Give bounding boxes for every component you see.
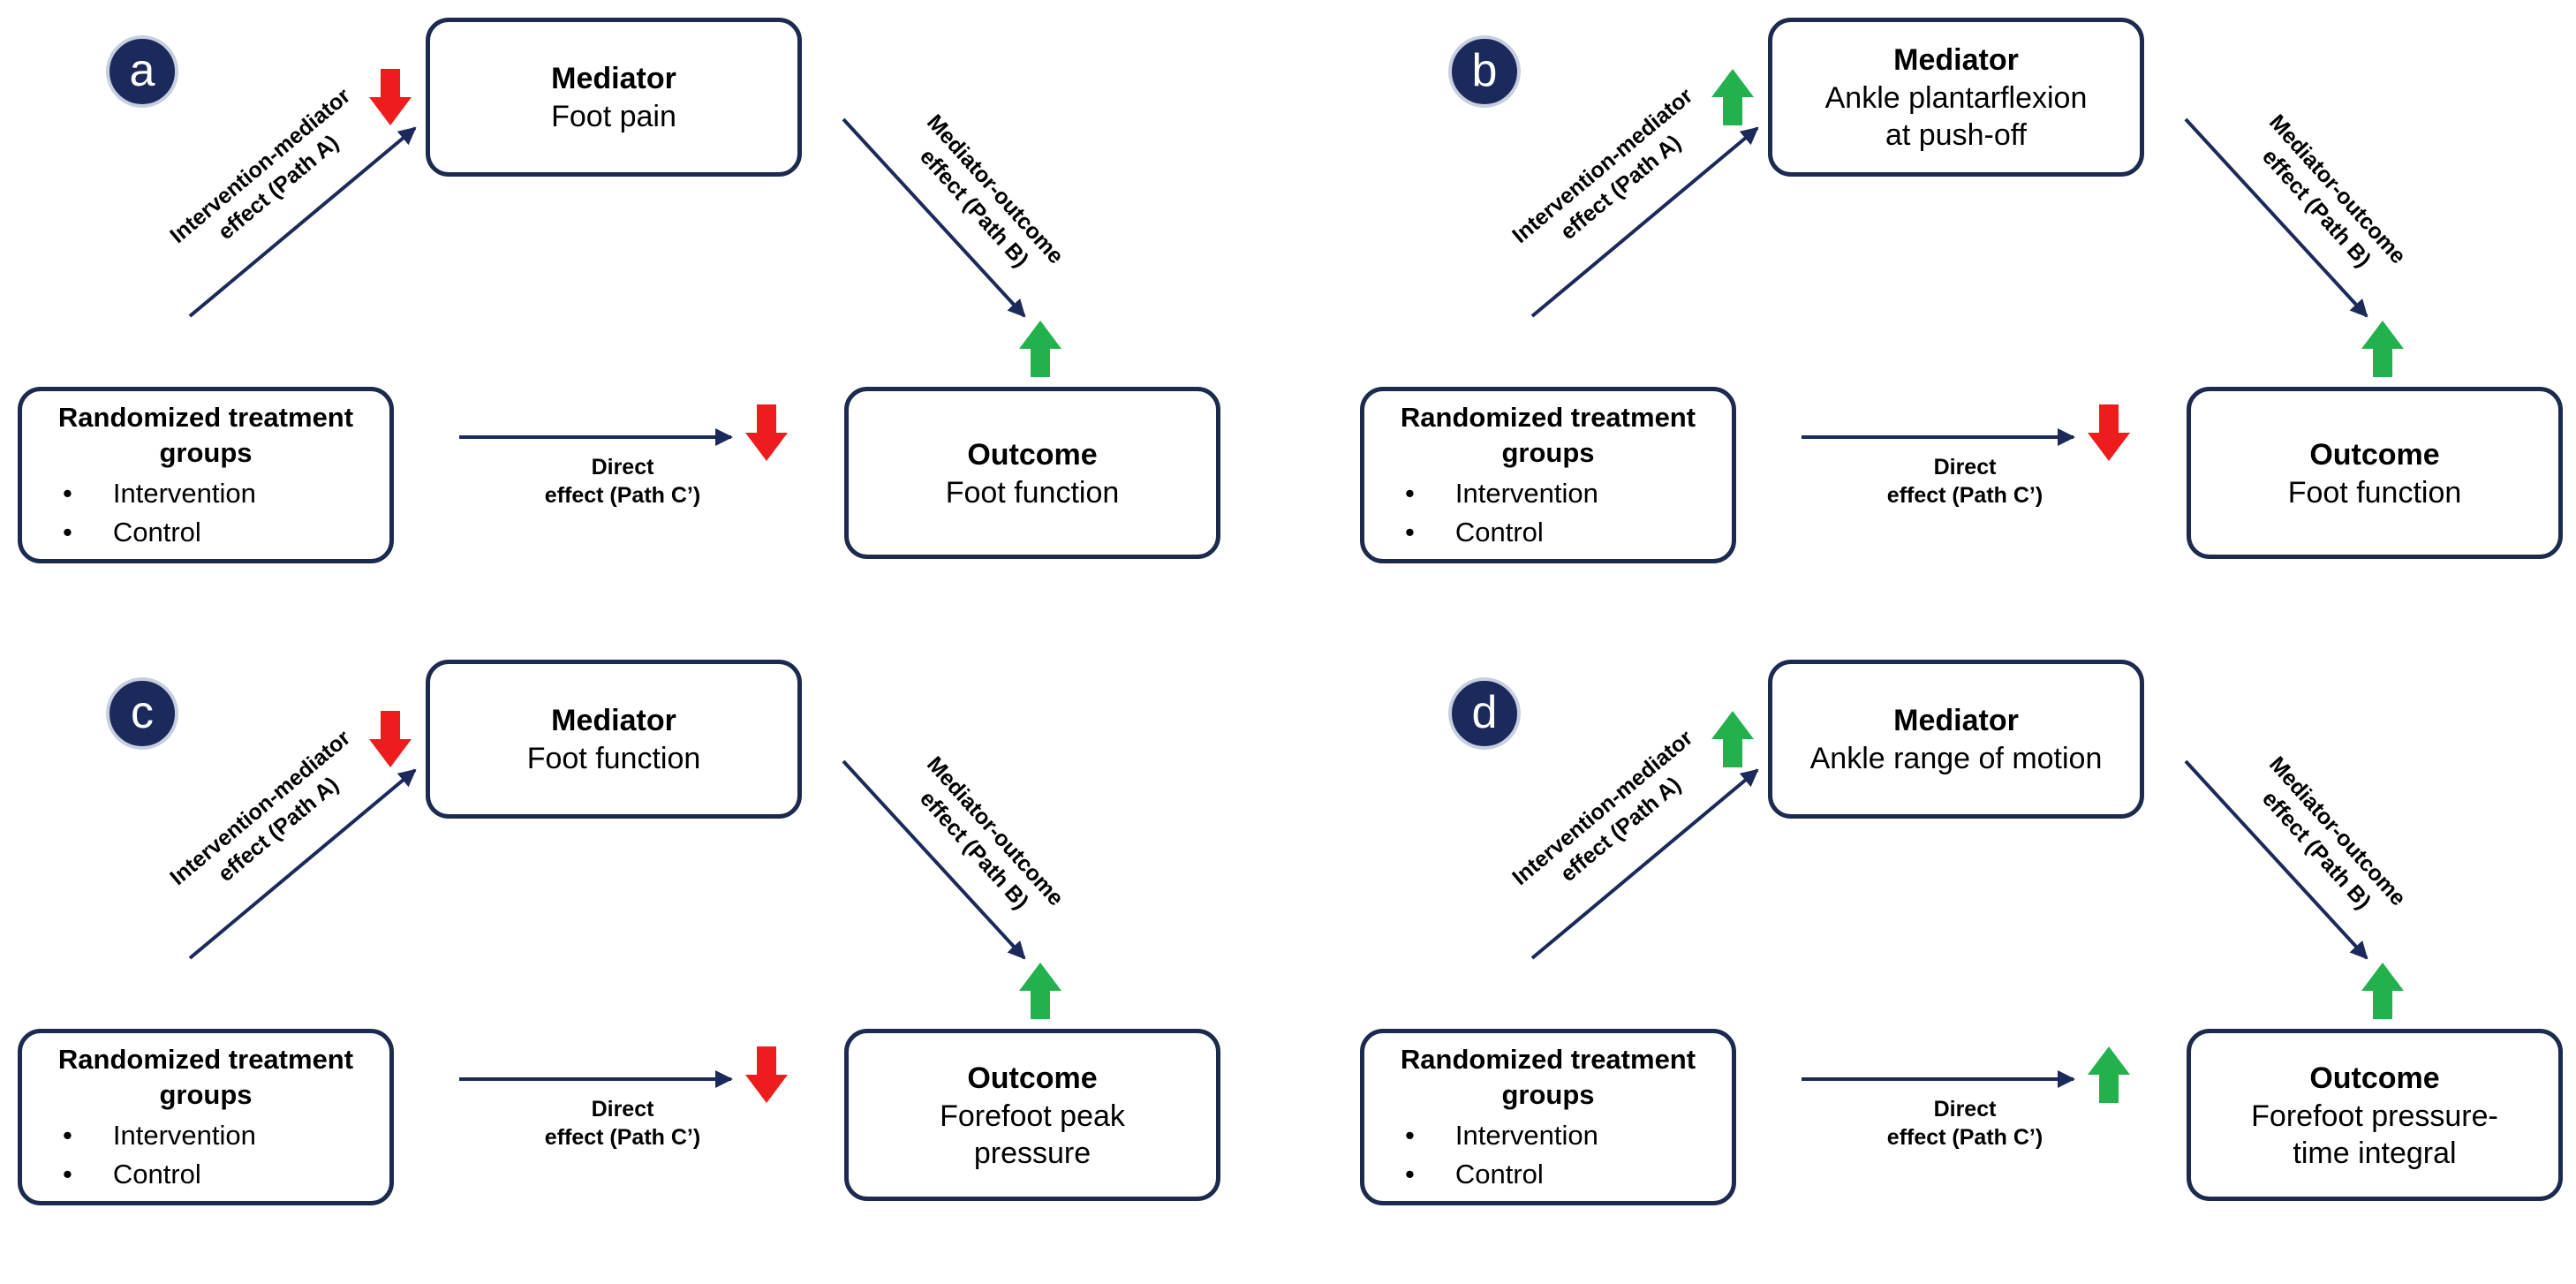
panel-letter-badge: d (1448, 677, 1521, 750)
groups-list: InterventionControl (43, 1116, 256, 1194)
groups-title: groups (1501, 437, 1595, 468)
path-c-label-line: effect (Path C’) (544, 483, 701, 508)
groups-title: Randomized treatment (1400, 1044, 1696, 1075)
treatment-groups-box: Randomized treatment groupsInterventionCo… (18, 1029, 394, 1205)
group-item: Intervention (1405, 474, 1598, 513)
path-c-label-line: Direct (591, 455, 654, 480)
path-b-arrow (842, 117, 1026, 318)
path-c-decrease-arrow-icon (745, 404, 788, 461)
path-b-increase-arrow-icon (2361, 321, 2404, 377)
outcome-title: Outcome (2309, 437, 2440, 472)
outcome-title: Outcome (2309, 1061, 2440, 1095)
panel-letter-badge: a (106, 35, 178, 108)
path-c-decrease-arrow-icon (745, 1046, 788, 1103)
treatment-groups-box: Randomized treatment groupsInterventionCo… (1360, 1029, 1736, 1205)
mediator-name: Foot pain (551, 100, 676, 133)
groups-title: Randomized treatment (57, 402, 354, 433)
path-c-increase-arrow-icon (2088, 1046, 2130, 1103)
path-a-arrow (188, 126, 417, 318)
groups-title: Randomized treatment (57, 1044, 354, 1075)
group-item: Control (63, 1155, 256, 1194)
group-item: Control (63, 513, 256, 552)
path-a-arrow (188, 768, 417, 960)
path-c-label: Direct effect (Path C’) (1887, 453, 2043, 510)
path-c-label-line: effect (Path C’) (544, 1125, 701, 1150)
path-arrows (188, 711, 1061, 1103)
mediator-name: at push-off (1885, 118, 2028, 152)
mediator-title: Mediator (1893, 704, 2019, 737)
path-arrows (188, 69, 1061, 461)
treatment-groups-box: Randomized treatment groupsInterventionCo… (1360, 387, 1736, 563)
groups-title: groups (159, 1079, 253, 1110)
outcome-name: Forefoot peak (940, 1099, 1125, 1133)
groups-title: groups (159, 437, 253, 468)
groups-list: InterventionControl (1386, 1116, 1598, 1194)
outcome-name: pressure (973, 1136, 1092, 1170)
path-a-increase-arrow-icon (1711, 69, 1754, 125)
group-item: Control (1405, 1155, 1598, 1194)
group-item: Intervention (1405, 1116, 1598, 1155)
groups-title: groups (1501, 1079, 1595, 1110)
path-arrows (1530, 69, 2404, 461)
outcome-name: Foot function (945, 475, 1120, 510)
group-item: Intervention (63, 474, 256, 513)
outcome-title: Outcome (967, 437, 1098, 472)
path-c-label-line: effect (Path C’) (1886, 1125, 2043, 1150)
outcome-name: Forefoot pressure- (2251, 1099, 2498, 1133)
group-item: Intervention (63, 1116, 256, 1155)
path-b-increase-arrow-icon (1019, 963, 1061, 1019)
path-c-label-line: Direct (1933, 455, 1997, 480)
path-b-arrow (2184, 117, 2368, 318)
path-c-label-line: Direct (1933, 1097, 1997, 1122)
path-c-label-line: Direct (591, 1097, 654, 1122)
path-c-label: Direct effect (Path C’) (545, 1095, 700, 1152)
groups-list: InterventionControl (1386, 474, 1598, 552)
mediator-title: Mediator (1893, 43, 2019, 77)
path-c-label-line: effect (Path C’) (1886, 483, 2043, 508)
panel-letter-badge: b (1448, 35, 1521, 108)
mediator-name: Ankle range of motion (1809, 742, 2103, 775)
groups-title: Randomized treatment (1400, 402, 1696, 433)
group-item: Control (1405, 513, 1598, 552)
path-arrows (1530, 711, 2404, 1103)
mediator-title: Mediator (551, 704, 676, 737)
treatment-groups-box: Randomized treatment groupsInterventionCo… (18, 387, 394, 563)
panel-letter-badge: c (106, 677, 178, 750)
outcome-name: time integral (2293, 1136, 2457, 1170)
mediator-name: Ankle plantarflexion (1824, 81, 2088, 115)
path-a-arrow (1530, 768, 1759, 960)
path-c-label: Direct effect (Path C’) (545, 453, 700, 510)
groups-list: InterventionControl (43, 474, 256, 552)
path-a-decrease-arrow-icon (369, 69, 412, 125)
outcome-title: Outcome (967, 1061, 1098, 1095)
path-b-increase-arrow-icon (2361, 963, 2404, 1019)
outcome-name: Foot function (2287, 475, 2462, 510)
mediator-title: Mediator (551, 62, 676, 95)
path-a-decrease-arrow-icon (369, 711, 412, 767)
path-c-decrease-arrow-icon (2088, 404, 2130, 461)
path-b-arrow (842, 759, 1026, 960)
path-b-arrow (2184, 759, 2368, 960)
path-c-label: Direct effect (Path C’) (1887, 1095, 2043, 1152)
path-a-increase-arrow-icon (1711, 711, 1754, 767)
path-b-increase-arrow-icon (1019, 321, 1061, 377)
mediator-name: Foot function (526, 742, 701, 775)
path-a-arrow (1530, 126, 1759, 318)
